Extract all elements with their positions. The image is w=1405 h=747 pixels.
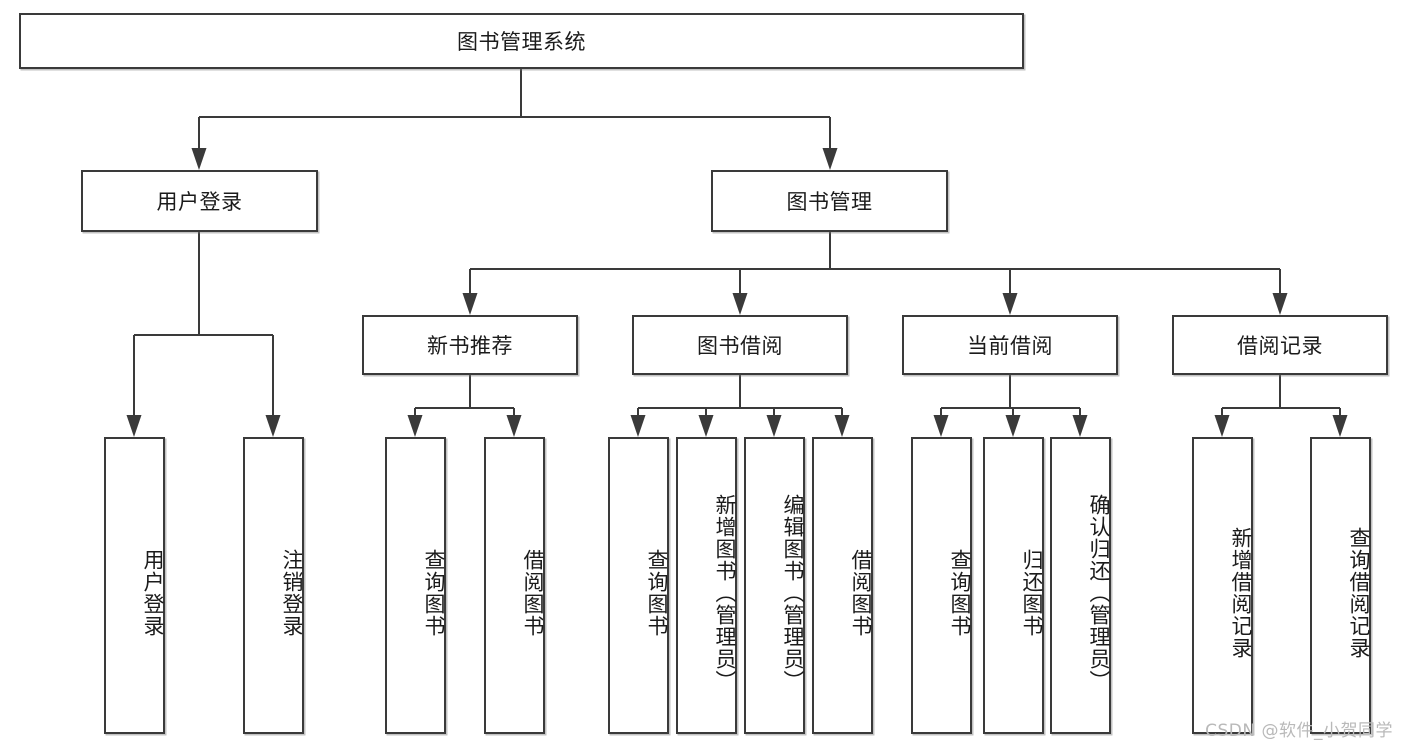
- node-label: 新增图书（管理员）: [713, 493, 737, 692]
- leaf-leaf-query-book-3[interactable]: 查询图书: [911, 437, 972, 734]
- leaf-leaf-edit-book[interactable]: 编辑图书（管理员）: [744, 437, 805, 734]
- node-book-borrow[interactable]: 图书借阅: [632, 315, 848, 375]
- node-label: 注销登录: [280, 548, 304, 637]
- node-borrow-record[interactable]: 借阅记录: [1172, 315, 1388, 375]
- node-label: 用户登录: [141, 548, 165, 637]
- node-label: 借阅记录: [1237, 334, 1323, 358]
- node-label: 图书管理系统: [457, 30, 586, 54]
- leaf-leaf-query-book-2[interactable]: 查询图书: [608, 437, 669, 734]
- node-label: 借阅图书: [521, 548, 545, 637]
- node-current-borrow[interactable]: 当前借阅: [902, 315, 1118, 375]
- node-label: 编辑图书（管理员）: [781, 493, 805, 692]
- node-new-book-recommend[interactable]: 新书推荐: [362, 315, 578, 375]
- node-label: 查询图书: [948, 548, 972, 637]
- node-user-login[interactable]: 用户登录: [81, 170, 318, 232]
- leaf-leaf-return-book[interactable]: 归还图书: [983, 437, 1044, 734]
- leaf-leaf-user-login[interactable]: 用户登录: [104, 437, 165, 734]
- watermark: CSDN @软件_小贺同学: [1205, 721, 1393, 741]
- node-label: 图书借阅: [697, 334, 783, 358]
- node-label: 当前借阅: [967, 334, 1053, 358]
- leaf-leaf-user-logout[interactable]: 注销登录: [243, 437, 304, 734]
- node-label: 确认归还（管理员）: [1087, 493, 1111, 692]
- node-label: 归还图书: [1020, 548, 1044, 637]
- node-label: 查询借阅记录: [1347, 526, 1371, 659]
- node-label: 查询图书: [645, 548, 669, 637]
- leaf-leaf-borrow-book-1[interactable]: 借阅图书: [484, 437, 545, 734]
- leaf-leaf-borrow-book-2[interactable]: 借阅图书: [812, 437, 873, 734]
- node-label: 借阅图书: [849, 548, 873, 637]
- node-label: 查询图书: [422, 548, 446, 637]
- leaf-leaf-query-book-1[interactable]: 查询图书: [385, 437, 446, 734]
- leaf-leaf-query-record[interactable]: 查询借阅记录: [1310, 437, 1371, 734]
- node-label: 新增借阅记录: [1229, 526, 1253, 659]
- leaf-leaf-confirm-return[interactable]: 确认归还（管理员）: [1050, 437, 1111, 734]
- leaf-leaf-add-book[interactable]: 新增图书（管理员）: [676, 437, 737, 734]
- node-root[interactable]: 图书管理系统: [19, 13, 1024, 69]
- node-label: 新书推荐: [427, 334, 513, 358]
- node-label: 用户登录: [156, 190, 243, 214]
- node-book-manage[interactable]: 图书管理: [711, 170, 948, 232]
- node-label: 图书管理: [786, 190, 873, 214]
- leaf-leaf-add-record[interactable]: 新增借阅记录: [1192, 437, 1253, 734]
